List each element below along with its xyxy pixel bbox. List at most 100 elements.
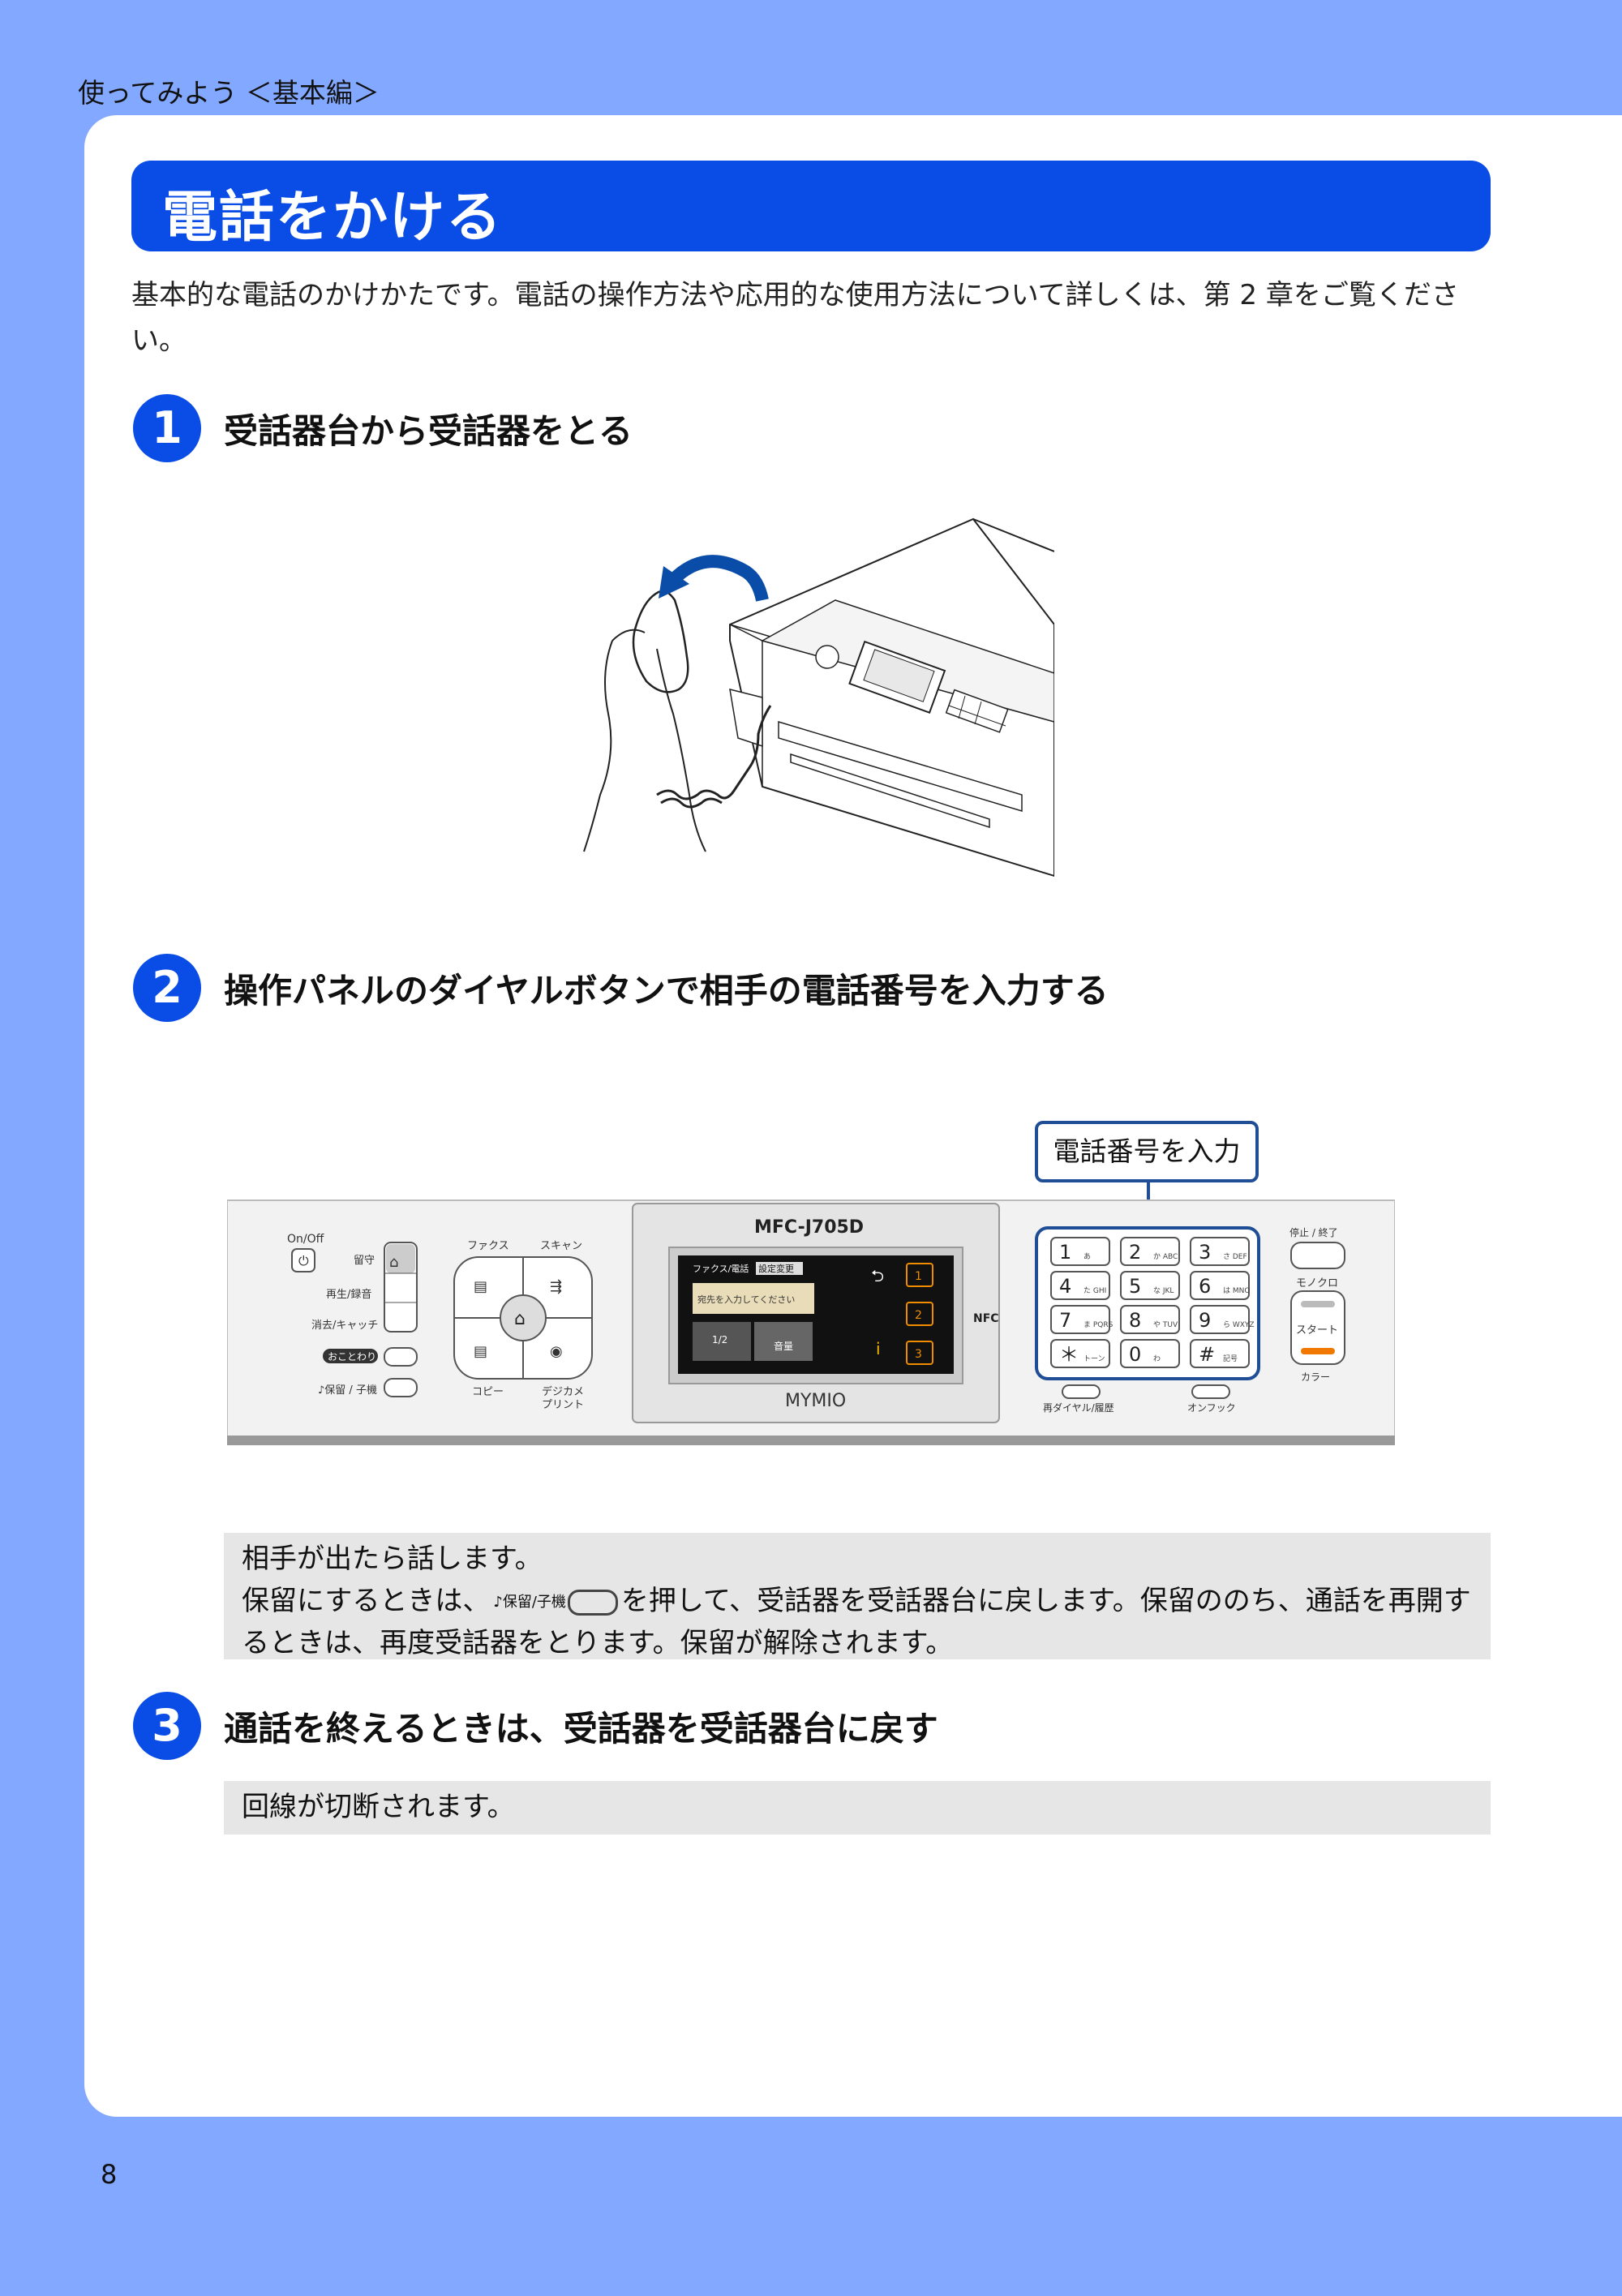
svg-text:⮌: ⮌ xyxy=(871,1266,884,1285)
power-button[interactable] xyxy=(291,1248,315,1272)
keypad-key-sub: ら WXYZ xyxy=(1223,1320,1255,1329)
keypad-key-sub: た GHI xyxy=(1083,1286,1106,1295)
svg-text:⏻: ⏻ xyxy=(298,1253,309,1268)
lcd-tab1: ファクス/電話 xyxy=(693,1263,749,1274)
hold-button-icon xyxy=(567,1589,618,1616)
keypad-key-digit: # xyxy=(1199,1343,1215,1366)
keypad-key-sub: か ABC xyxy=(1153,1252,1178,1261)
keypad-key-digit: 3 xyxy=(1199,1241,1211,1264)
svg-text:◉: ◉ xyxy=(550,1343,563,1360)
keypad-key[interactable] xyxy=(1050,1237,1110,1266)
stop-button[interactable] xyxy=(1290,1242,1345,1269)
keypad-key-sub: 記号 xyxy=(1223,1354,1238,1363)
okotowari-button[interactable] xyxy=(384,1347,418,1367)
step-3: 3 通話を終えるときは、受話器を受話器台に戻す xyxy=(133,1692,1512,1760)
keypad-key-sub: は MNO xyxy=(1223,1286,1250,1295)
keypad-key[interactable] xyxy=(1120,1305,1180,1334)
svg-text:▤: ▤ xyxy=(474,1343,487,1360)
step-1-badge: 1 xyxy=(133,394,201,462)
keypad-key[interactable] xyxy=(1190,1305,1250,1334)
keypad-key[interactable] xyxy=(1120,1271,1180,1300)
step-2-note: 相手が出たら話します。 保留にするときは、♪保留/子機を押して、受話器を受話器台… xyxy=(224,1533,1491,1659)
keypad-key[interactable] xyxy=(1190,1271,1250,1300)
model-label: MFC-J705D xyxy=(754,1217,864,1238)
label-okotowari: おことわり xyxy=(328,1351,376,1363)
page-number: 8 xyxy=(101,2159,118,2190)
step-3-badge: 3 xyxy=(133,1692,201,1760)
brand-logo: MYMIO xyxy=(785,1391,846,1411)
nfc-label: NFC xyxy=(973,1312,999,1325)
color-label: カラー xyxy=(1301,1371,1330,1383)
svg-text:i: i xyxy=(876,1339,881,1358)
redial-button[interactable] xyxy=(1062,1384,1101,1399)
start-label: スタート xyxy=(1296,1324,1338,1337)
hold-key-label: ♪保留/子機 xyxy=(493,1593,566,1611)
label-erase: 消去/キャッチ xyxy=(311,1320,378,1332)
step-2: 2 操作パネルのダイヤルボタンで相手の電話番号を入力する xyxy=(133,954,1512,1022)
stop-label: 停止 / 終了 xyxy=(1289,1226,1338,1238)
note-line1: 相手が出たら話します。 xyxy=(242,1543,543,1575)
color-start-button[interactable] xyxy=(1301,1348,1335,1354)
keypad-key-sub: ま PQRS xyxy=(1083,1320,1114,1329)
keypad-key-digit: 1 xyxy=(1059,1241,1071,1264)
lcd-speed1: 1 xyxy=(915,1270,922,1283)
label-rusu: 留守 xyxy=(354,1255,375,1267)
svg-text:⌂: ⌂ xyxy=(514,1309,526,1329)
step-2-badge: 2 xyxy=(133,954,201,1022)
keypad-key-sub: や TUV xyxy=(1153,1320,1178,1329)
nav-scan-label: スキャン xyxy=(540,1240,582,1252)
keypad-key[interactable] xyxy=(1120,1339,1180,1368)
keypad-key-digit: 5 xyxy=(1129,1275,1141,1298)
label-hold: ♪保留 / 子機 xyxy=(318,1384,377,1397)
hold-button[interactable] xyxy=(384,1378,418,1397)
keypad-key-digit: 7 xyxy=(1059,1309,1071,1332)
control-panel-illustration: On/Off ⏻ 留守 再生/録音 消去/キャッチ おことわり ♪保留 / 子機… xyxy=(226,1192,1396,1460)
keypad-key[interactable] xyxy=(1120,1237,1180,1266)
nav-fax-label: ファクス xyxy=(467,1240,509,1252)
mono-label: モノクロ xyxy=(1296,1277,1338,1290)
nav-copy-label: コピー xyxy=(472,1386,504,1398)
label-playback: 再生/録音 xyxy=(326,1288,371,1301)
keypad-key[interactable] xyxy=(1190,1237,1250,1266)
lcd-speed2: 2 xyxy=(915,1309,922,1322)
keypad-key-digit: 2 xyxy=(1129,1241,1141,1264)
keypad-key[interactable] xyxy=(1050,1271,1110,1300)
rusu-button[interactable] xyxy=(386,1244,415,1273)
keypad-key[interactable] xyxy=(1050,1305,1110,1334)
home-button[interactable] xyxy=(500,1294,547,1341)
svg-text:⇶: ⇶ xyxy=(550,1278,562,1295)
step-1: 1 受話器台から受話器をとる xyxy=(133,394,1512,462)
step-3-title: 通話を終えるときは、受話器を受話器台に戻す xyxy=(224,1709,938,1749)
page-title: 電話をかける xyxy=(162,186,504,250)
keypad-key[interactable] xyxy=(1190,1339,1250,1368)
keypad-key[interactable] xyxy=(1050,1339,1110,1368)
keypad-key-digit: 4 xyxy=(1059,1275,1071,1298)
lcd-speed3: 3 xyxy=(915,1348,922,1361)
lcd-prompt: 宛先を入力してください xyxy=(697,1294,795,1305)
handset-illustration xyxy=(568,503,1055,884)
keypad-key-sub: あ xyxy=(1083,1252,1091,1261)
onhook-button[interactable] xyxy=(1191,1384,1230,1399)
on-off-label: On/Off xyxy=(287,1233,324,1246)
note-line2-before: 保留にするときは、 xyxy=(242,1585,491,1617)
lcd-btn2: 音量 xyxy=(774,1340,793,1352)
intro-text: 基本的な電話のかけかたです。電話の操作方法や応用的な使用方法について詳しくは、第… xyxy=(131,279,1459,357)
section-header: 使ってみよう ＜基本編＞ xyxy=(78,77,380,109)
onhook-label: オンフック xyxy=(1187,1402,1236,1414)
callout-enter-number: 電話番号を入力 xyxy=(1035,1121,1259,1182)
keypad-key-digit: 0 xyxy=(1129,1343,1141,1366)
keypad-key-digit: ＊ xyxy=(1059,1343,1079,1366)
keypad-key-digit: 9 xyxy=(1199,1309,1211,1332)
note-line2-after: を押して、受話器を受話器台に戻します。保留ののち、通話を再開するときは、再度受話… xyxy=(242,1585,1471,1659)
lcd-btn1: 1/2 xyxy=(712,1334,727,1345)
svg-text:▤: ▤ xyxy=(474,1278,487,1295)
nav-digicam-label: デジカメ xyxy=(542,1385,584,1398)
step-3-note: 回線が切断されます。 xyxy=(224,1781,1491,1835)
page-title-bar: 電話をかける xyxy=(131,161,1491,251)
mono-start-button[interactable] xyxy=(1301,1301,1335,1307)
redial-label: 再ダイヤル/履歴 xyxy=(1043,1401,1114,1414)
keypad-key-sub: な JKL xyxy=(1153,1286,1174,1295)
lcd-tab2: 設定変更 xyxy=(758,1263,794,1274)
step-1-title: 受話器台から受話器をとる xyxy=(224,411,633,451)
